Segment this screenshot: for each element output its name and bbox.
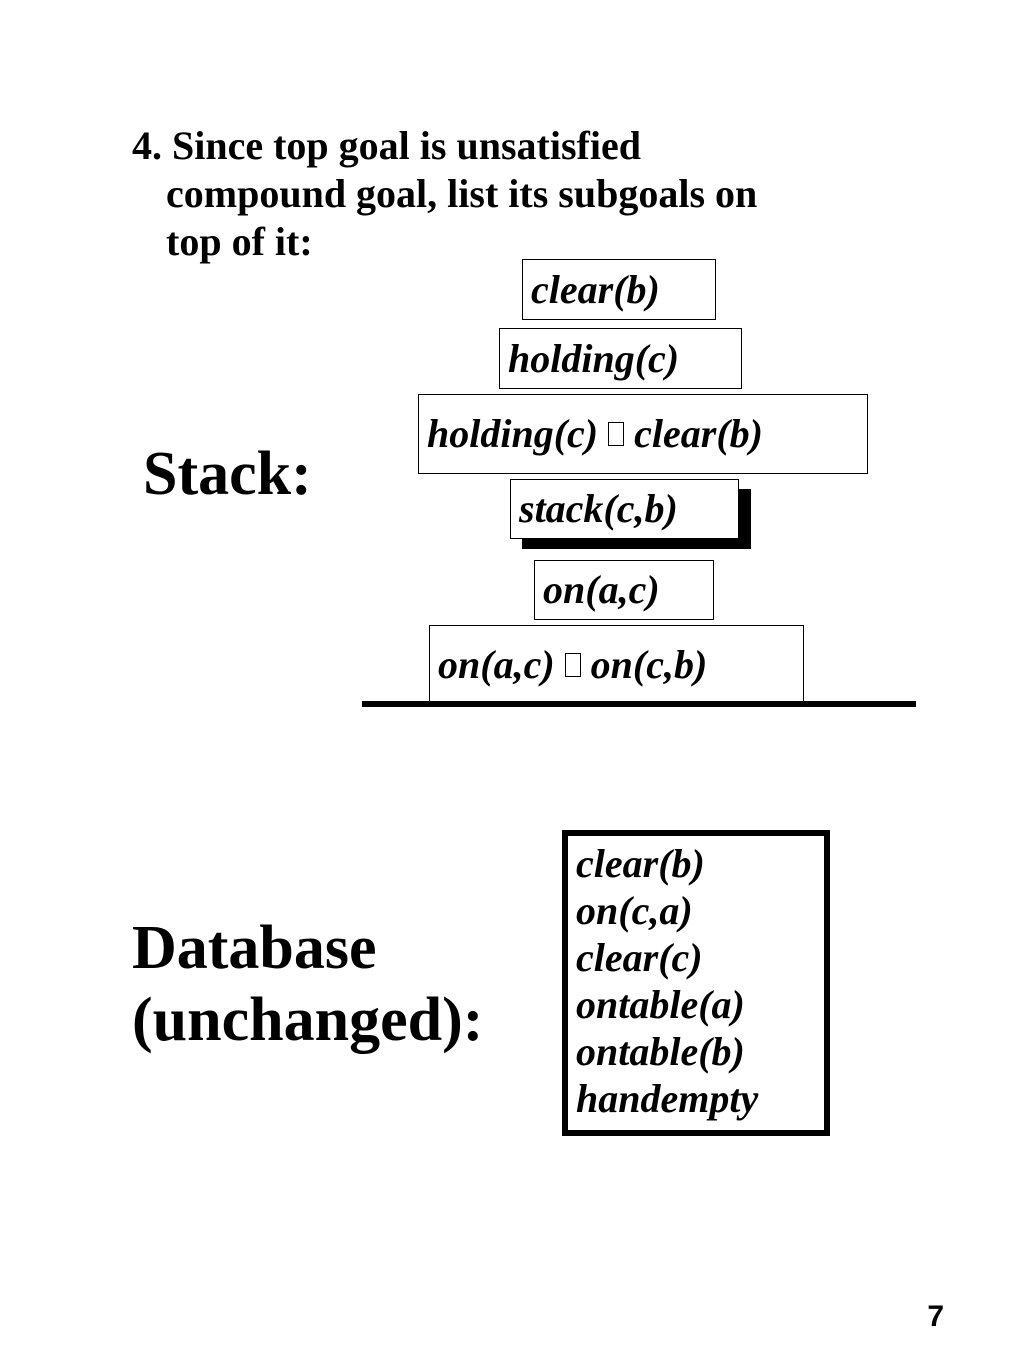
database-fact: on(c,a) xyxy=(576,888,693,933)
database-fact: clear(b) xyxy=(576,841,705,886)
goal-text: clear(b) xyxy=(531,266,660,312)
stack-base-line xyxy=(362,701,916,707)
heading-text-1: Since top goal is unsatisfied xyxy=(172,123,641,168)
heading-number: 4. xyxy=(132,123,162,168)
stack-goal-on-a-c-and-on-c-b: on(a,c) on(c,b) xyxy=(429,625,804,705)
stack-goal-on-a-c: on(a,c) xyxy=(534,560,714,620)
stack-goal-holding-and-clear: holding(c) clear(b) xyxy=(418,394,868,474)
database-label-line-2: (unchanged): xyxy=(132,986,484,1054)
database-box: clear(b) on(c,a) clear(c) ontable(a) ont… xyxy=(562,830,830,1136)
heading-line-1: 4. Since top goal is unsatisfied xyxy=(132,122,912,170)
goal-right-text: on(c,b) xyxy=(590,642,708,687)
heading-line-3: top of it: xyxy=(166,219,313,264)
database-fact: clear(c) xyxy=(576,935,703,980)
stack-label: Stack: xyxy=(143,440,312,508)
goal-text: holding(c) xyxy=(508,335,680,381)
goal-left-text: on(a,c) xyxy=(438,642,555,687)
database-label-line-1: Database xyxy=(132,914,377,982)
conjunction-symbol-icon xyxy=(608,422,625,446)
database-fact: ontable(b) xyxy=(576,1029,745,1074)
goal-left-text: holding(c) xyxy=(427,411,599,456)
slide-heading: 4. Since top goal is unsatisfied compoun… xyxy=(132,122,912,266)
heading-line-2: compound goal, list its subgoals on xyxy=(166,171,758,216)
database-fact: ontable(a) xyxy=(576,982,745,1027)
goal-text: on(a,c) xyxy=(543,567,660,612)
goal-right-text: clear(b) xyxy=(634,411,763,456)
conjunction-symbol-icon xyxy=(564,653,581,677)
stack-goal-clear-b: clear(b) xyxy=(522,259,716,320)
database-label: Database (unchanged): xyxy=(132,912,483,1056)
database-fact: handempty xyxy=(576,1076,759,1121)
stack-goal-stack-c-b: stack(c,b) xyxy=(510,479,739,539)
goal-text: stack(c,b) xyxy=(519,486,678,531)
stack-goal-holding-c: holding(c) xyxy=(499,328,742,389)
page-number: 7 xyxy=(927,1300,944,1333)
